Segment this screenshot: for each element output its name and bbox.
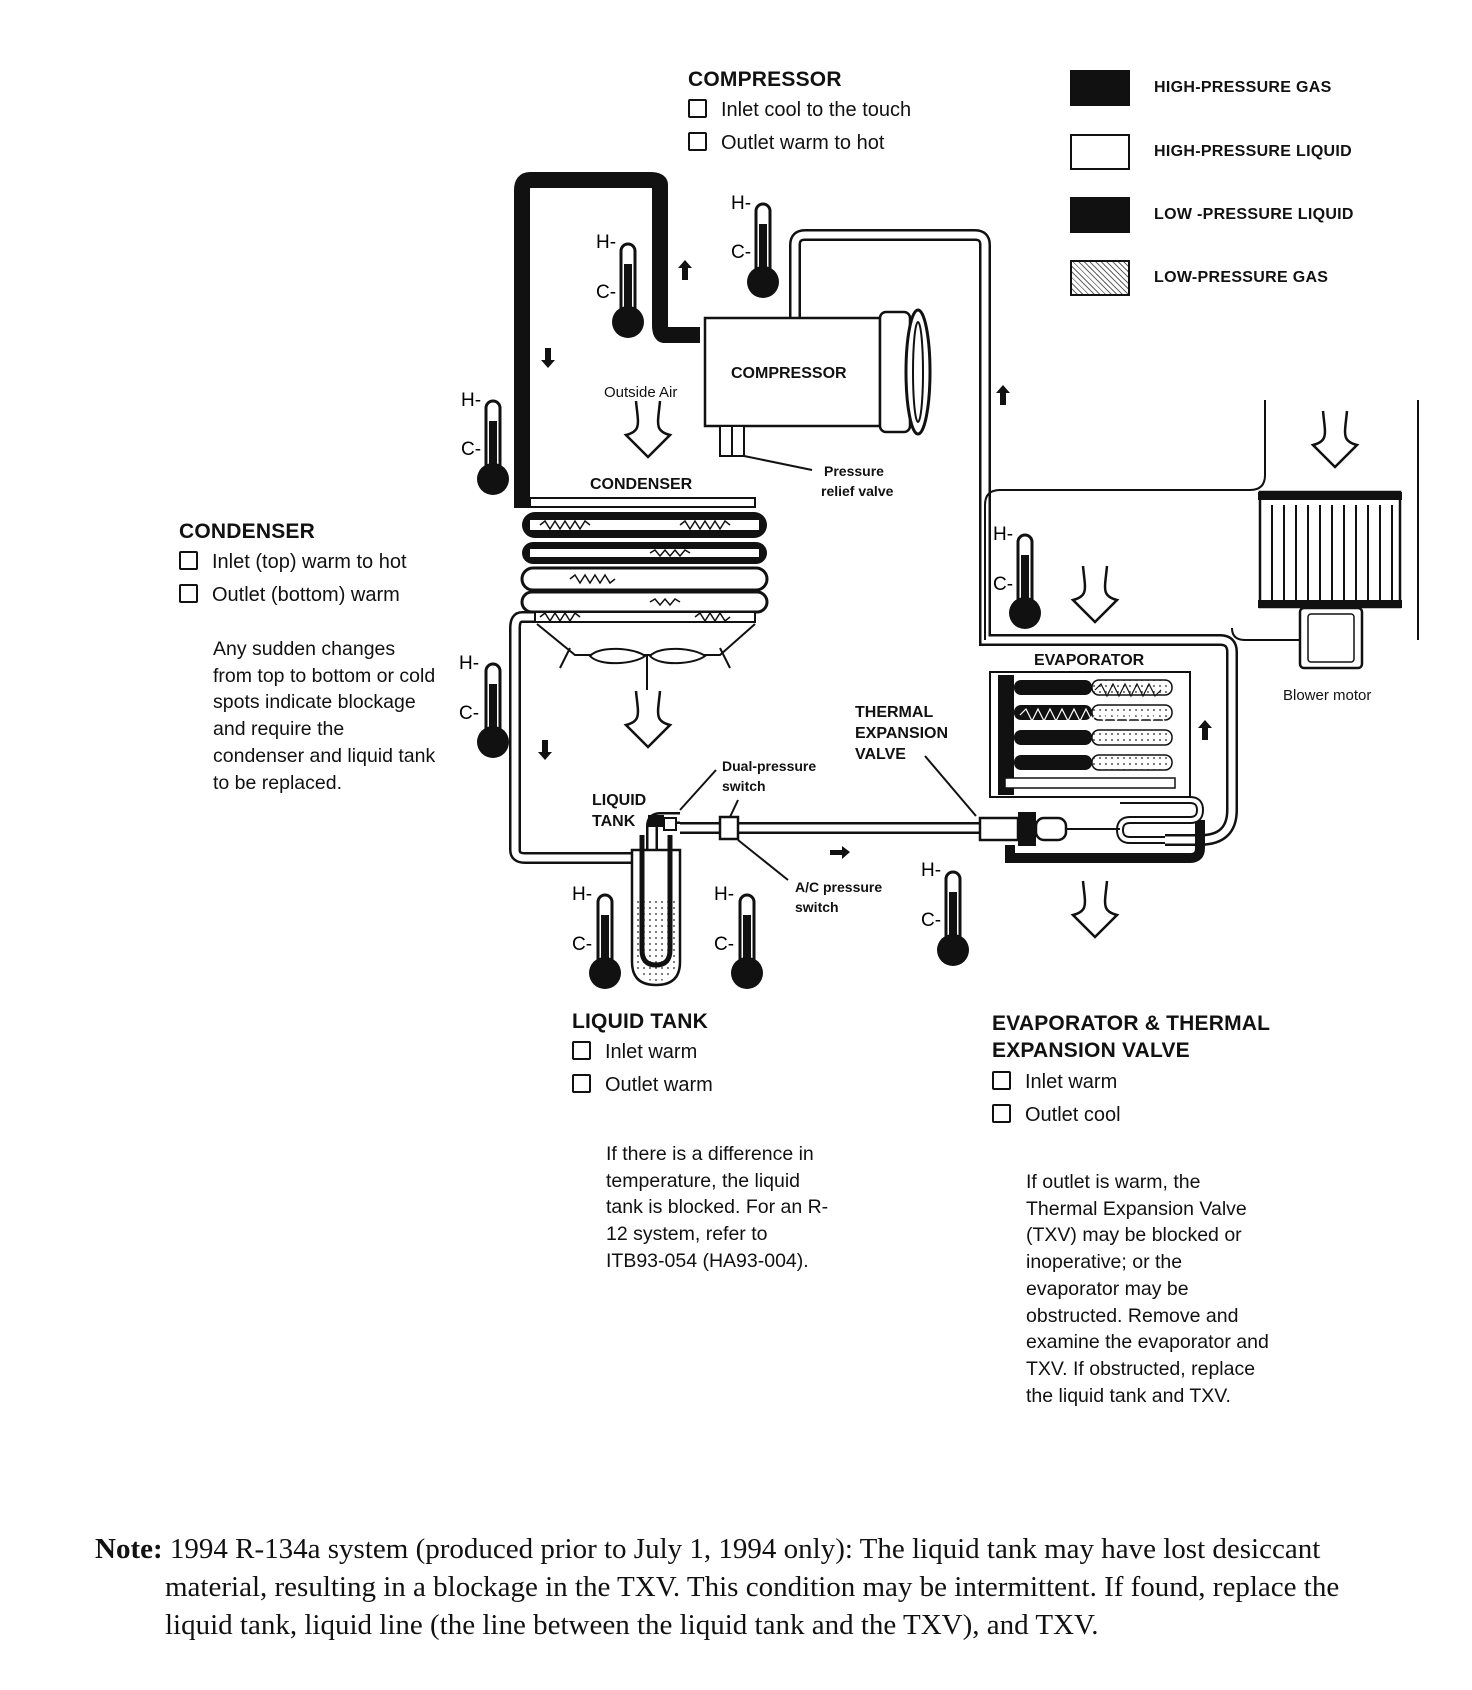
svg-text:C-: C- [993,574,1013,595]
txv-label: THERMAL [855,704,933,721]
outside-air-label: Outside Air [604,384,677,401]
footer-note: Note: 1994 R-134a system (produced prior… [95,1530,1395,1644]
legend-item-low-pressure-gas: LOW-PRESSURE GAS [1070,258,1328,298]
liquid-tank-check-title: LIQUID TANK [572,1010,708,1033]
liquid-tank [630,769,717,987]
check-item-label: Outlet warm to hot [721,132,885,154]
checkbox-icon [688,99,707,118]
blower-assembly [984,400,1419,670]
ac-pressure-switch-label-2: switch [795,899,839,915]
checkbox-icon [992,1104,1011,1123]
condenser-checklist: CONDENSER Inlet (top) warm to hot Outlet… [179,520,407,612]
legend-item-high-pressure-gas: HIGH-PRESSURE GAS [1070,68,1332,108]
checkbox-icon [572,1074,591,1093]
checkbox-icon [179,584,198,603]
svg-text:C-: C- [714,934,734,955]
check-item-label: Outlet (bottom) warm [212,584,400,606]
check-item: Inlet warm [992,1066,1270,1099]
note-label: Note: [95,1533,163,1565]
evaporator-label: EVAPORATOR [1034,652,1145,669]
air-arrow-icon [1071,564,1119,624]
flow-arrow-icons [538,260,1212,859]
evaporator-check-title-2: EXPANSION VALVE [992,1039,1190,1062]
legend-swatch-dotted [1070,260,1130,296]
thermometer-hc-labels: H- C- H- C- H- C- H- C- H- C- H- C- H- C- H- C- [459,193,1013,955]
compressor-check-title: COMPRESSOR [688,68,842,91]
liquid-tank-label-2: TANK [592,813,636,830]
ac-pressure-switch-label: A/C pressure [795,879,882,895]
dual-pressure-switch-label-2: switch [722,778,766,794]
legend-swatch-solid [1070,70,1130,106]
compressor [703,308,932,471]
legend-item-low-pressure-liquid: LOW -PRESSURE LIQUID [1070,195,1354,235]
check-item-label: Inlet warm [605,1041,698,1063]
legend-item-high-pressure-liquid: HIGH-PRESSURE LIQUID [1070,132,1352,172]
ac-pressure-switch [718,815,740,841]
svg-text:H-: H- [714,884,734,905]
evaporator [989,671,1205,844]
svg-text:C-: C- [459,703,479,724]
condenser-check-title: CONDENSER [179,520,315,543]
checkbox-icon [992,1071,1011,1090]
air-arrow-icon [624,689,672,749]
evaporator-check-title: EVAPORATOR & THERMAL [992,1012,1271,1035]
svg-text:H-: H- [459,653,479,674]
svg-text:C-: C- [596,282,616,303]
svg-text:H-: H- [993,524,1013,545]
thermal-expansion-valve [924,755,1120,846]
discharge-line [514,172,700,508]
checkbox-icon [688,132,707,151]
compressor-label: COMPRESSOR [731,365,847,382]
liquid-tank-label: LIQUID [592,792,646,809]
condenser [520,497,769,690]
checkbox-icon [179,551,198,570]
checkbox-icon [572,1041,591,1060]
pressure-relief-label: Pressure [824,463,884,479]
svg-text:C-: C- [921,910,941,931]
evaporator-note: If outlet is warm, the Thermal Expansion… [1026,1171,1269,1407]
check-item: Outlet cool [992,1099,1270,1132]
svg-text:H-: H- [731,193,751,214]
liquid-tank-note: If there is a difference in temperature,… [606,1143,829,1272]
pressure-relief-label-2: relief valve [821,483,894,499]
svg-text:H-: H- [921,860,941,881]
check-item: Inlet warm [572,1036,713,1069]
check-item-label: Outlet cool [1025,1104,1121,1126]
ac-system-diagram: H- C- H- C- H- C- H- C- H- C- H- C- H- C- H- C- … [459,172,1419,991]
legend-label: HIGH-PRESSURE GAS [1154,79,1332,96]
condenser-label: CONDENSER [590,476,693,493]
condenser-note: Any sudden changes from top to bottom or… [213,638,436,794]
svg-text:H-: H- [596,232,616,253]
legend-label: LOW-PRESSURE GAS [1154,269,1329,286]
check-item-label: Inlet (top) warm to hot [212,551,407,573]
air-arrow-icon [1311,409,1359,469]
blower-motor-label: Blower motor [1283,687,1371,704]
txv-label-2: EXPANSION [855,725,948,742]
svg-text:C-: C- [572,934,592,955]
check-item-label: Inlet warm [1025,1071,1118,1093]
check-item: Inlet (top) warm to hot [179,546,407,579]
air-arrow-icon [1071,879,1119,939]
legend-swatch-empty [1070,134,1130,170]
check-item: Outlet warm to hot [688,127,911,160]
check-item: Outlet warm [572,1069,713,1102]
legend-label: LOW -PRESSURE LIQUID [1154,206,1354,223]
check-item-label: Inlet cool to the touch [721,99,912,121]
dual-pressure-switch-label: Dual-pressure [722,758,816,774]
check-item: Outlet (bottom) warm [179,579,407,612]
evaporator-checklist: EVAPORATOR & THERMAL EXPANSION VALVE Inl… [992,1012,1270,1132]
svg-text:H-: H- [461,390,481,411]
air-arrow-icon [624,399,672,459]
compressor-checklist: COMPRESSOR Inlet cool to the touch Outle… [688,68,911,160]
legend-swatch-solid [1070,197,1130,233]
check-item: Inlet cool to the touch [688,94,911,127]
note-text: 1994 R-134a system (produced prior to Ju… [165,1533,1340,1641]
legend-label: HIGH-PRESSURE LIQUID [1154,143,1353,160]
svg-text:H-: H- [572,884,592,905]
svg-text:C-: C- [731,242,751,263]
check-item-label: Outlet warm [605,1074,713,1096]
liquid-tank-checklist: LIQUID TANK Inlet warm Outlet warm [572,1010,713,1102]
svg-text:C-: C- [461,439,481,460]
txv-label-3: VALVE [855,746,906,763]
